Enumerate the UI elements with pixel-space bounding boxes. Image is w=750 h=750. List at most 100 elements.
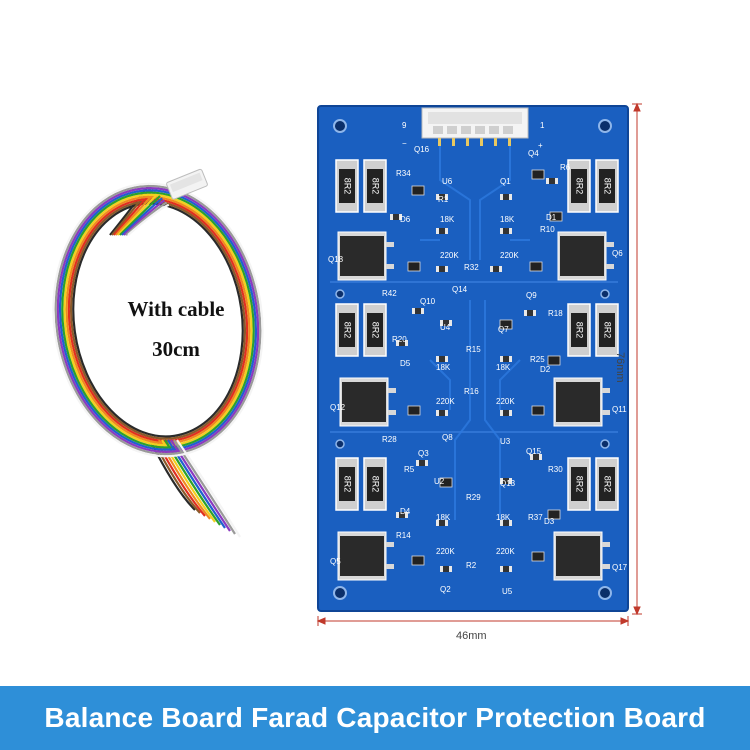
product-title: Balance Board Farad Capacitor Protection… (44, 702, 706, 733)
smd-component (411, 185, 425, 196)
silkscreen-label: Q10 (420, 297, 436, 306)
mounting-hole (598, 119, 612, 133)
smd-component (439, 477, 453, 488)
wire-lead (121, 197, 163, 236)
power-resistor: 8R2 (363, 159, 387, 213)
pin-1-label: 1 (540, 121, 545, 130)
smd-component (436, 194, 448, 200)
smd-component (490, 266, 502, 272)
resistor-code: 8R2 (575, 476, 585, 493)
silkscreen-label: Q17 (612, 563, 628, 572)
silkscreen-label: R10 (540, 225, 555, 234)
value-220k-label: 220K (436, 547, 455, 556)
smd-component (500, 356, 512, 362)
silkscreen-label: D4 (400, 507, 411, 516)
silkscreen-label: D3 (544, 517, 555, 526)
silkscreen-label: Q2 (440, 585, 451, 594)
resistor-code: 8R2 (343, 322, 353, 339)
resistor-code: 8R2 (343, 476, 353, 493)
silkscreen-label: Q18 (328, 255, 344, 264)
resistor-code: 8R2 (603, 476, 613, 493)
silkscreen-label: R25 (530, 355, 545, 364)
dimension-width (316, 616, 630, 626)
value-220k-label: 220K (436, 397, 455, 406)
smd-component (436, 266, 448, 272)
wire-end (176, 439, 241, 538)
smd-component (546, 178, 558, 184)
value-18k-label: 18K (436, 363, 451, 372)
smd-component (547, 355, 561, 366)
silkscreen-label: Q9 (526, 291, 537, 300)
smd-component (549, 211, 563, 222)
silkscreen-label: R29 (466, 493, 481, 502)
silkscreen-label: D6 (400, 215, 411, 224)
wire-lead (125, 201, 168, 236)
silkscreen-label: U6 (442, 177, 453, 186)
smd-component (500, 520, 512, 526)
mosfet (337, 531, 394, 581)
silkscreen-label: U3 (500, 437, 511, 446)
smd-component (436, 410, 448, 416)
smd-component (412, 308, 424, 314)
smd-component (500, 566, 512, 572)
silkscreen-label: R32 (464, 263, 479, 272)
wire-lead (119, 195, 161, 236)
wire-end (173, 439, 236, 535)
silkscreen-label: R28 (382, 435, 397, 444)
pin-9-label: 9 (402, 121, 407, 130)
silkscreen-label: D1 (546, 213, 557, 222)
dimension-height (632, 102, 642, 616)
silkscreen-label: R5 (404, 465, 415, 474)
power-resistor: 8R2 (335, 457, 359, 511)
smd-component (440, 566, 452, 572)
smd-component (500, 194, 512, 200)
plus-sign: + (538, 141, 543, 150)
silkscreen-label: Q8 (442, 433, 453, 442)
smd-component (436, 356, 448, 362)
value-18k-label: 18K (496, 363, 511, 372)
power-resistor: 8R2 (335, 159, 359, 213)
wire (52, 182, 264, 458)
smd-component (530, 454, 542, 460)
power-resistor: 8R2 (335, 303, 359, 357)
silkscreen-label: R15 (466, 345, 481, 354)
smd-component (407, 405, 421, 416)
mosfet (337, 231, 394, 281)
cable-label-line1: With cable (127, 297, 225, 321)
silkscreen-label: D5 (400, 359, 411, 368)
wire (56, 187, 260, 453)
mounting-hole (598, 586, 612, 600)
smd-component (524, 310, 536, 316)
resistor-code: 8R2 (371, 476, 381, 493)
silkscreen-label: Q7 (498, 325, 509, 334)
smd-component (500, 410, 512, 416)
smd-component (436, 520, 448, 526)
silkscreen-label: Q4 (528, 149, 539, 158)
wire-lead (127, 203, 170, 236)
value-220k-label: 220K (496, 547, 515, 556)
smd-component (531, 405, 545, 416)
height-dimension-label: 76mm (614, 352, 626, 383)
mosfet (553, 377, 610, 427)
silkscreen-label: U4 (440, 323, 451, 332)
value-220k-label: 220K (496, 397, 515, 406)
silkscreen-label: R14 (396, 531, 411, 540)
mosfet (553, 531, 610, 581)
silkscreen-label: D2 (540, 365, 551, 374)
value-220k-label: 220K (500, 251, 519, 260)
wire-lead (123, 199, 166, 236)
silkscreen-label: R18 (548, 309, 563, 318)
product-title-banner: Balance Board Farad Capacitor Protection… (0, 686, 750, 750)
silkscreen-label: R34 (396, 169, 411, 178)
silkscreen-label: Q11 (612, 405, 627, 414)
power-resistor: 8R2 (363, 303, 387, 357)
silkscreen-label: Q6 (612, 249, 623, 258)
smd-component (396, 512, 408, 518)
mounting-hole (333, 119, 347, 133)
silkscreen-label: Q12 (330, 403, 346, 412)
wire-end (170, 439, 231, 532)
smd-component (440, 320, 452, 326)
smd-component (500, 478, 512, 484)
mounting-hole (333, 586, 347, 600)
